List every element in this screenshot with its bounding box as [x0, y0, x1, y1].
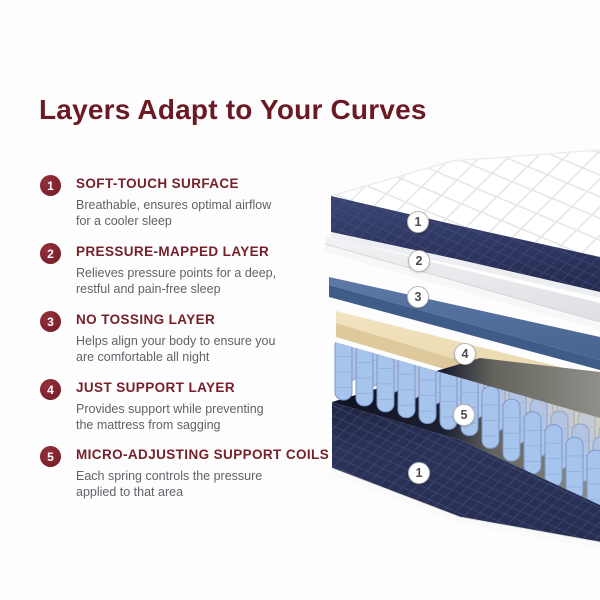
layer-item-3: 3 NO TOSSING LAYER Helps align your body… [40, 310, 340, 365]
page-title: Layers Adapt to Your Curves [39, 94, 427, 125]
layer-description: Provides support while preventing the ma… [76, 402, 264, 432]
layer-description: Each spring controls the pressure applie… [76, 469, 263, 499]
item-number-badge: 1 [40, 175, 61, 196]
diagram-badge-3: 3 [407, 286, 429, 308]
item-number-badge: 5 [40, 446, 61, 467]
diagram-badge-1: 1 [407, 211, 429, 233]
diagram-badge-4: 4 [454, 343, 476, 365]
layer-heading: MICRO-ADJUSTING SUPPORT COILS [76, 447, 330, 462]
diagram-badge-base: 1 [408, 462, 430, 484]
layer-item-4: 4 JUST SUPPORT LAYER Provides support wh… [40, 378, 340, 433]
layer-description: Relieves pressure points for a deep, res… [76, 266, 277, 296]
layer-item-2: 2 PRESSURE-MAPPED LAYER Relieves pressur… [40, 242, 340, 297]
diagram-layer-1-soft-touch [330, 149, 600, 298]
diagram-base-foundation [331, 402, 600, 549]
layer-heading: PRESSURE-MAPPED LAYER [76, 244, 270, 259]
item-number-badge: 4 [40, 379, 61, 400]
layer-heading: NO TOSSING LAYER [76, 312, 216, 327]
layer-item-5: 5 MICRO-ADJUSTING SUPPORT COILS Each spr… [40, 445, 340, 500]
diagram-badge-2: 2 [408, 250, 430, 272]
item-number-badge: 3 [40, 311, 61, 332]
layer-heading: SOFT-TOUCH SURFACE [76, 176, 239, 191]
layer-item-1: 1 SOFT-TOUCH SURFACE Breathable, ensures… [40, 174, 340, 229]
layer-heading: JUST SUPPORT LAYER [76, 380, 235, 395]
item-number-badge: 2 [40, 243, 61, 264]
diagram-layer-2-pressure-mapped [324, 236, 600, 330]
layer-description: Helps align your body to ensure you are … [76, 334, 276, 364]
layer-description: Breathable, ensures optimal airflow for … [76, 198, 272, 228]
diagram-layer-3-no-tossing [329, 277, 600, 370]
diagram-badge-5: 5 [453, 404, 475, 426]
